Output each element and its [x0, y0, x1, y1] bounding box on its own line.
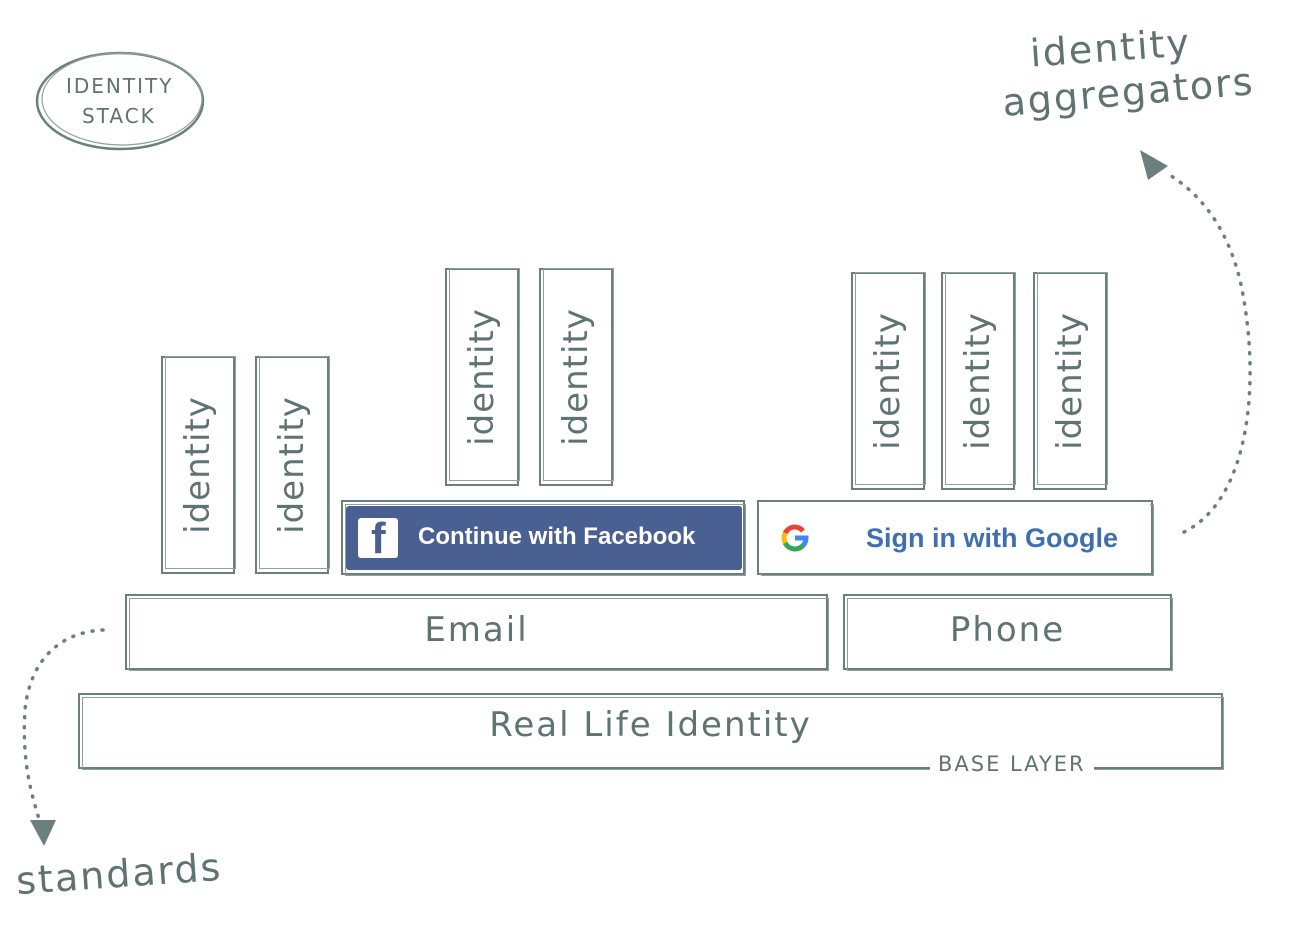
email-layer: Email [125, 594, 829, 671]
phone-layer-label: Phone [949, 610, 1066, 650]
email-layer-label: Email [424, 610, 529, 650]
identity-tile: identity [851, 272, 926, 490]
title-badge-line1: IDENTITY [66, 74, 174, 98]
identity-tile: identity [1033, 272, 1108, 490]
base-layer-tag: BASE LAYER [930, 752, 1094, 776]
identity-tile-label: identity [272, 396, 312, 534]
identity-tile-label: identity [556, 308, 596, 446]
aggregators-arrow [1163, 170, 1252, 534]
facebook-icon: f [358, 514, 398, 563]
identity-tile: identity [539, 268, 614, 486]
aggregators-arrowhead [1140, 150, 1168, 180]
title-badge-outline [35, 51, 205, 151]
google-icon [781, 524, 809, 552]
identity-tile-label: identity [958, 312, 998, 450]
phone-layer: Phone [843, 594, 1173, 671]
identity-tile: identity [161, 356, 236, 574]
real-life-identity-label: Real Life Identity [489, 705, 812, 745]
identity-tile: identity [941, 272, 1016, 490]
google-login-button[interactable]: Sign in with Google [760, 503, 1150, 573]
identity-tile: identity [255, 356, 330, 574]
standards-arrowhead [30, 820, 56, 846]
identity-tile-label: identity [868, 312, 908, 450]
identity-tile: identity [445, 268, 520, 486]
title-badge-line2: STACK [82, 104, 156, 128]
facebook-login-button[interactable]: f Continue with Facebook [346, 506, 742, 570]
facebook-icon-glyph: f [371, 514, 386, 563]
facebook-login-label: Continue with Facebook [418, 523, 696, 550]
identity-tile-label: identity [1050, 312, 1090, 450]
google-login-label: Sign in with Google [866, 523, 1118, 553]
identity-tile-label: identity [462, 308, 502, 446]
identity-tile-label: identity [178, 396, 218, 534]
